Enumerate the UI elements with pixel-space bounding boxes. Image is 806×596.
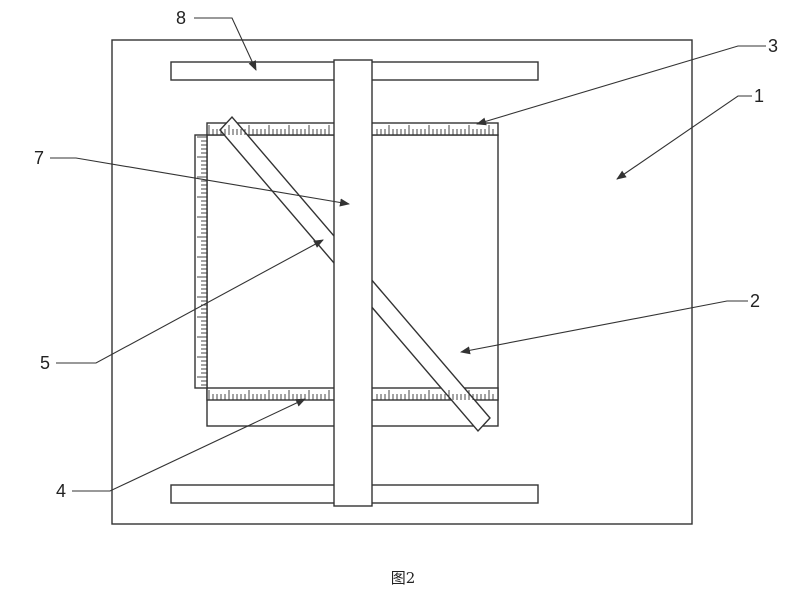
callout-3: 3 (768, 36, 778, 56)
callout-8: 8 (176, 8, 186, 28)
callout-4: 4 (56, 481, 66, 501)
callout-7: 7 (34, 148, 44, 168)
leader-line-2 (460, 300, 748, 355)
leader-line-3 (476, 45, 766, 126)
leader-line-8 (194, 17, 257, 71)
leader-line-4 (72, 398, 306, 492)
leader-line-7 (50, 157, 350, 207)
leader-line-1 (616, 95, 752, 180)
figure-caption: 图2 (391, 569, 416, 587)
scale-ticks (197, 125, 494, 400)
vertical-bar (333, 59, 373, 507)
callout-2: 2 (750, 291, 760, 311)
callout-5: 5 (40, 353, 50, 373)
leader-line-5 (56, 239, 324, 364)
callout-1: 1 (754, 86, 764, 106)
